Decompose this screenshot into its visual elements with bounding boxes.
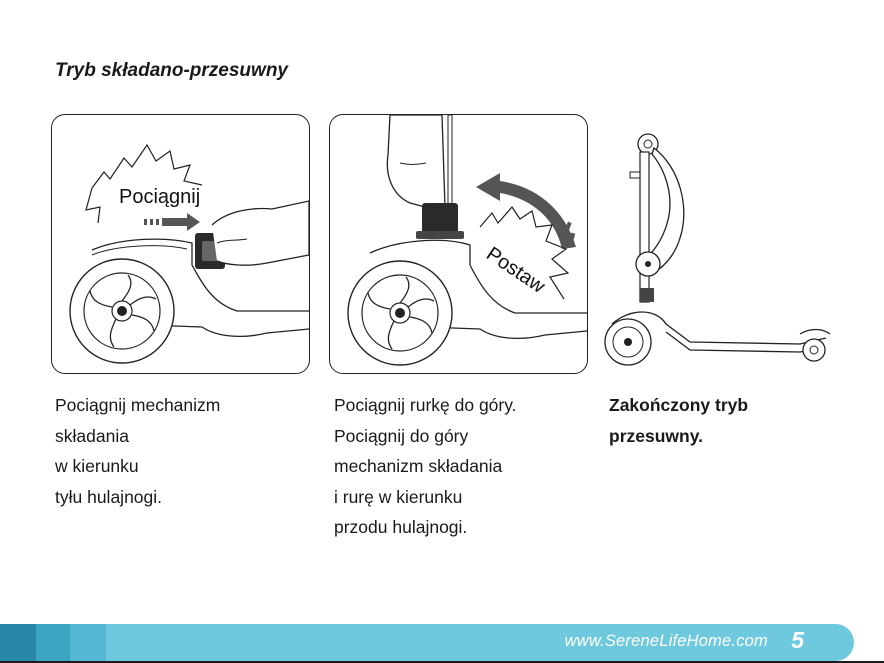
hand-shape	[387, 115, 445, 207]
step-2-illustration: Postaw	[329, 114, 588, 374]
page-title: Tryb składano-przesuwny	[55, 60, 288, 82]
front-wheel	[605, 319, 651, 365]
front-wheel	[348, 261, 452, 365]
burst-shape	[92, 145, 202, 188]
page-number: 5	[791, 627, 804, 654]
pull-label: Pociągnij	[119, 186, 200, 208]
hand-shape	[212, 201, 309, 265]
rotate-arrow-icon	[476, 173, 576, 249]
step-1-illustration: Pociągnij	[51, 114, 310, 374]
caption-step-2: Pociągnij rurkę do góry. Pociągnij do gó…	[334, 390, 517, 543]
rear-wheel	[803, 339, 825, 361]
front-wheel	[70, 259, 174, 363]
put-label: Postaw	[482, 243, 549, 298]
caption-step-3: Zakończony tryb przesuwny.	[609, 390, 748, 451]
website-link[interactable]: www.SereneLifeHome.com	[565, 632, 768, 651]
footer-band: www.SereneLifeHome.com 5	[0, 624, 884, 663]
step-3-illustration	[600, 128, 836, 378]
pull-arrow-icon	[162, 213, 200, 231]
caption-step-1: Pociągnij mechanizm składania w kierunku…	[55, 390, 220, 512]
